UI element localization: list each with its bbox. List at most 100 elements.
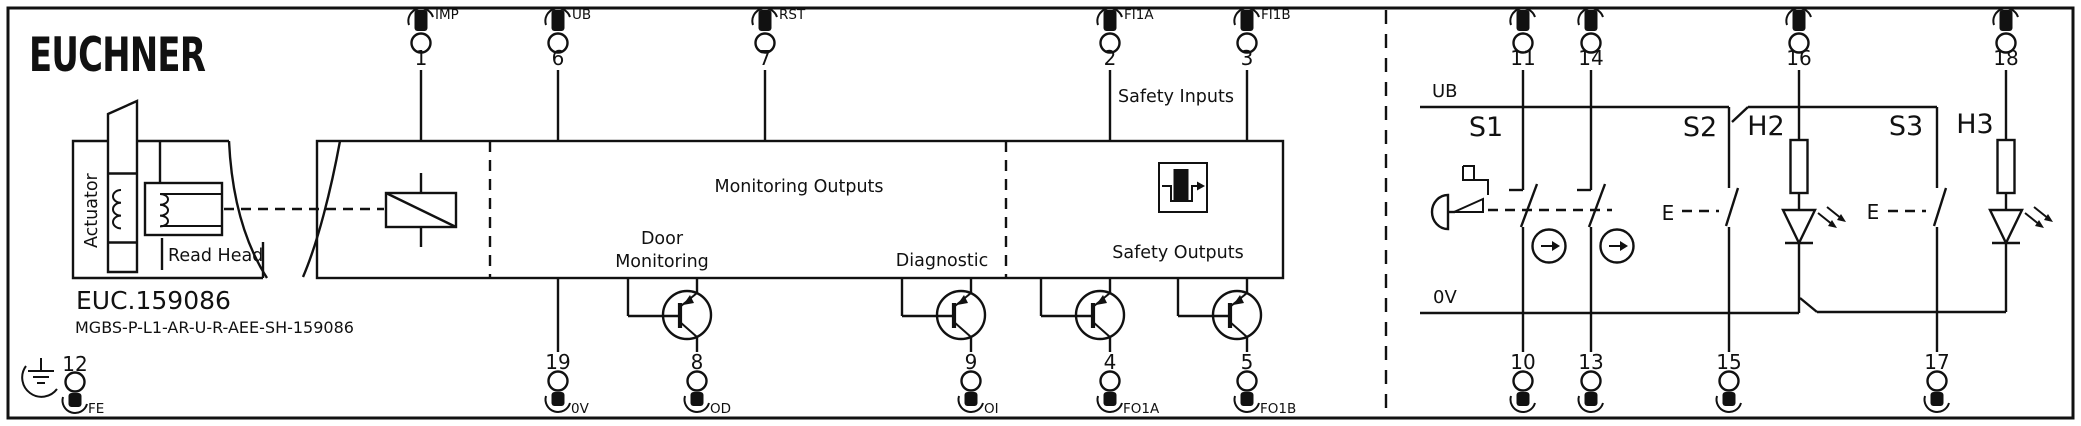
plug-arc-icon [683, 395, 710, 413]
bolt-tongue-icon [1462, 165, 1489, 195]
terminal-label: RST [779, 7, 806, 23]
plug-arc-icon [1233, 7, 1260, 26]
s3-label: S3 [1889, 111, 1923, 142]
terminal-number: 18 [1993, 46, 2018, 70]
plug-pin-icon [1722, 392, 1736, 406]
terminal-5-fo1b: 5 FO1B [1233, 350, 1296, 417]
transistor-outputs [626, 278, 1263, 352]
terminal-label: FI1B [1261, 7, 1291, 23]
terminal-circle [1995, 32, 2017, 54]
plug-pin-icon [1584, 392, 1598, 406]
s2-label: S2 [1683, 112, 1717, 143]
terminal-label: OD [710, 401, 731, 417]
terminal-number: 17 [1924, 350, 1949, 374]
terminal-number: 3 [1241, 46, 1254, 70]
pulse-input-icon [1158, 162, 1208, 213]
transistor-output-od [626, 278, 713, 352]
terminal-number: 15 [1716, 350, 1741, 374]
door-monitoring-label-2: Monitoring [615, 252, 709, 272]
plug-pin-icon [414, 10, 428, 31]
actuator-read-head-assembly: Actuator Read Head [71, 99, 384, 280]
s2-e-label: E [1662, 201, 1675, 225]
plug-arc-icon [1715, 395, 1742, 413]
s3-e-label: E [1867, 200, 1880, 224]
s1-contact-a [1509, 183, 1539, 228]
plug-arc-icon [957, 395, 984, 413]
brand-text: EUCHNER [29, 27, 205, 82]
terminal-circle [960, 370, 982, 392]
terminal-circle [1099, 32, 1121, 54]
door-monitoring-label-1: Door [641, 229, 684, 249]
terminal-label: FO1B [1260, 401, 1296, 417]
plug-arc-icon [61, 396, 88, 414]
terminal-3-fi1b: 3 FI1B [1233, 7, 1291, 70]
top-terminals: 1 IMP 6 UB 7 RST 2 FI1A 3 [407, 7, 2019, 70]
plug-arc-icon [751, 7, 778, 26]
terminal-13: 13 [1577, 350, 1604, 413]
terminal-circle [1236, 32, 1258, 54]
terminal-circle [686, 370, 708, 392]
h2-led-arrows [1817, 206, 1846, 228]
monitoring-outputs-label: Monitoring Outputs [714, 177, 883, 197]
terminal-number: 1 [415, 46, 428, 70]
plug-pin-icon [1103, 10, 1117, 31]
terminal-circle [1718, 370, 1740, 392]
terminal-circle [1580, 370, 1602, 392]
safety-inputs-label: Safety Inputs [1118, 87, 1234, 107]
ov-rail-label: 0V [1433, 287, 1457, 308]
terminal-number: 5 [1241, 350, 1254, 374]
device-block: Monitoring Outputs Door Monitoring Diagn… [315, 139, 1285, 280]
terminal-number: 2 [1104, 46, 1117, 70]
terminal-number: 14 [1578, 46, 1603, 70]
plug-pin-icon [1516, 10, 1530, 31]
h2-led [1781, 208, 1817, 246]
s1-contact-b [1577, 183, 1607, 228]
actuator-coil [112, 189, 122, 230]
plug-arc-icon [544, 395, 571, 413]
s3-contact [1932, 187, 1948, 227]
terminal-4-fo1a: 4 FO1A [1096, 350, 1160, 417]
terminal-label: FI1A [1124, 7, 1154, 23]
terminal-label: UB [572, 7, 591, 23]
terminal-circle [754, 32, 776, 54]
terminal-number: 4 [1104, 350, 1117, 374]
diagnostic-label: Diagnostic [896, 251, 988, 271]
bottom-terminals: 12 FE 19 0V 8 OD 9 OI 4 [61, 350, 1950, 417]
device-block-outline [315, 139, 1285, 280]
terminal-circle [1580, 32, 1602, 54]
terminal-number: 11 [1510, 46, 1535, 70]
terminal-circle [1788, 32, 1810, 54]
terminal-6-ub: 6 UB [544, 7, 591, 70]
terminal-number: 8 [691, 350, 704, 374]
terminal-label: IMP [435, 7, 459, 23]
plug-pin-icon [1584, 10, 1598, 31]
h3-led [1988, 208, 2024, 246]
h2-label: H2 [1747, 111, 1784, 142]
plug-pin-icon [964, 392, 978, 406]
read-head-label: Read Head [168, 246, 263, 266]
terminal-9-oi: 9 OI [957, 350, 999, 417]
plug-arc-icon [1096, 395, 1123, 413]
terminal-circle [547, 370, 569, 392]
terminal-label: FO1A [1123, 401, 1160, 417]
terminal-number: 16 [1786, 46, 1811, 70]
diagram-border [6, 6, 2075, 420]
s1-label: S1 [1469, 112, 1503, 143]
terminal-16: 16 [1785, 7, 1812, 70]
safety-outputs-label: Safety Outputs [1112, 243, 1243, 263]
terminal-number: 19 [545, 350, 570, 374]
terminal-circle [547, 32, 569, 54]
transistor-output-fo1a [1039, 278, 1126, 352]
terminal-12-fe: 12 FE [61, 352, 104, 417]
terminal-circle [1926, 370, 1948, 392]
terminal-circle [64, 371, 86, 393]
terminal-circle [1512, 370, 1534, 392]
plug-pin-icon [1999, 10, 2013, 31]
plug-pin-icon [1792, 10, 1806, 31]
terminal-label: 0V [571, 401, 590, 417]
h3-indicator [1988, 138, 2053, 312]
plug-arc-icon [1509, 395, 1536, 413]
terminal-circle [1236, 370, 1258, 392]
